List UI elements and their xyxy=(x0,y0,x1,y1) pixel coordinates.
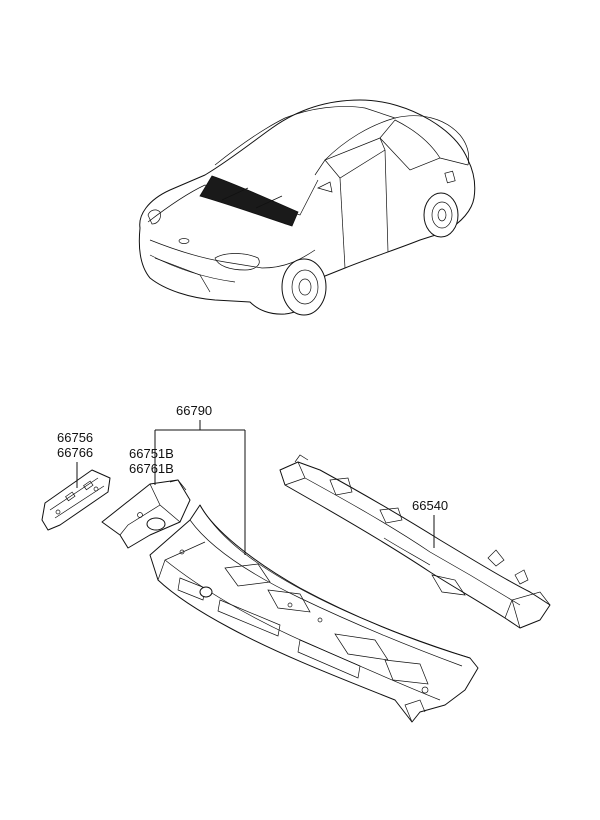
part-66540-crossmember[interactable] xyxy=(279,454,551,629)
car-illustration xyxy=(138,99,476,316)
leader-lines xyxy=(76,420,435,555)
label-66751b: 66751B xyxy=(129,446,174,461)
leader-66790 xyxy=(154,420,246,555)
part-66751b-bracket[interactable] xyxy=(101,479,191,549)
label-66761b: 66761B xyxy=(129,461,174,476)
part-66756-bracket[interactable] xyxy=(41,469,111,531)
label-66790: 66790 xyxy=(176,403,212,418)
label-66540: 66540 xyxy=(412,498,448,513)
label-66766: 66766 xyxy=(57,445,93,460)
label-66756: 66756 xyxy=(57,430,93,445)
front-wheel xyxy=(281,258,327,316)
part-66790-cowl-panel[interactable] xyxy=(149,504,479,723)
cowl-highlight xyxy=(199,175,299,227)
rear-wheel xyxy=(423,192,459,238)
